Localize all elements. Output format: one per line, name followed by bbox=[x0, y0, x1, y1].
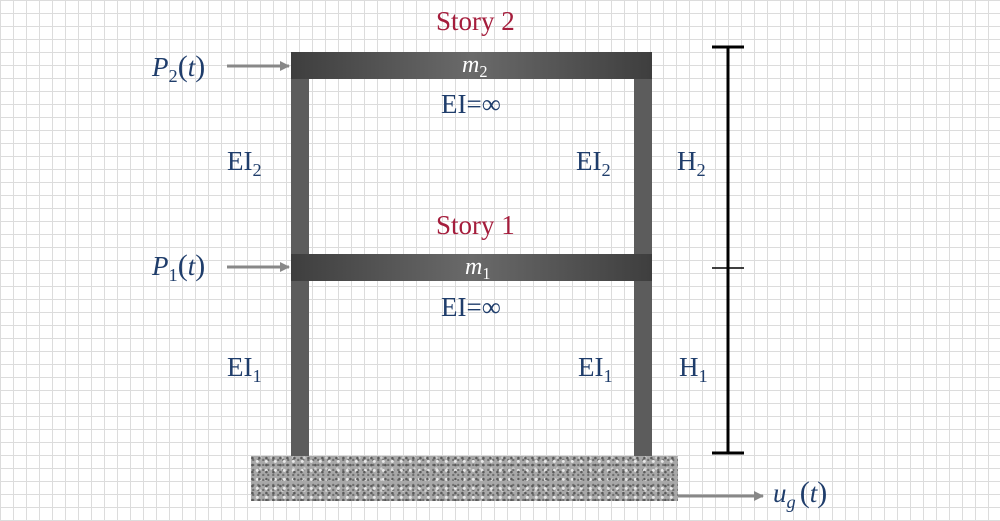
close-paren-icon: ) bbox=[195, 249, 206, 282]
ground-motion-subscript: g bbox=[786, 491, 796, 512]
column-stiffness-subscript: 2 bbox=[601, 159, 611, 180]
ground-motion-label: ug(t) bbox=[773, 476, 828, 512]
mass-symbol: m bbox=[462, 52, 480, 78]
load-label-story-1: P1(t) bbox=[152, 249, 206, 285]
mass-symbol: m bbox=[465, 254, 483, 280]
mass-label-story-1: m1 bbox=[465, 254, 491, 282]
story-1-title: Story 1 bbox=[436, 210, 515, 240]
column-stiffness-right-story-2: EI2 bbox=[576, 146, 611, 180]
open-paren-icon: ( bbox=[177, 50, 188, 83]
column-stiffness-text: EI bbox=[578, 352, 604, 382]
column-stiffness-subscript: 1 bbox=[603, 365, 613, 386]
column-stiffness-text: EI bbox=[576, 146, 602, 176]
load-label-story-2: P2(t) bbox=[152, 50, 206, 86]
beam-stiffness-story-1: EI=∞ bbox=[441, 294, 501, 321]
ground-motion-symbol: u bbox=[773, 478, 787, 508]
story-2-title: Story 2 bbox=[436, 6, 515, 36]
column-stiffness-text: EI bbox=[227, 352, 253, 382]
load-argument: t bbox=[187, 251, 196, 281]
ground-base bbox=[251, 456, 678, 501]
column-stiffness-subscript: 1 bbox=[252, 365, 262, 386]
beam-stiffness-text: EI= bbox=[441, 292, 482, 322]
open-paren-icon: ( bbox=[799, 476, 810, 509]
height-text: H bbox=[679, 352, 699, 382]
height-subscript: 1 bbox=[698, 365, 708, 386]
load-subscript: 2 bbox=[168, 65, 178, 86]
infinity-symbol: ∞ bbox=[481, 292, 501, 322]
load-symbol: P bbox=[152, 251, 169, 281]
column-left-story-2 bbox=[291, 75, 309, 260]
column-left-story-1 bbox=[291, 278, 309, 458]
mass-subscript: 2 bbox=[479, 62, 488, 82]
column-stiffness-subscript: 2 bbox=[252, 159, 262, 180]
height-dimension-line bbox=[712, 45, 744, 455]
column-right-story-2 bbox=[634, 75, 652, 260]
load-argument: t bbox=[187, 52, 196, 82]
close-paren-icon: ) bbox=[817, 476, 828, 509]
ground-motion-argument: t bbox=[809, 478, 818, 508]
column-stiffness-right-story-1: EI1 bbox=[578, 352, 613, 386]
height-label-story-2: H2 bbox=[677, 146, 706, 180]
open-paren-icon: ( bbox=[177, 249, 188, 282]
height-subscript: 2 bbox=[696, 159, 706, 180]
beam-story-2 bbox=[291, 52, 652, 79]
mass-label-story-2: m2 bbox=[462, 52, 488, 80]
column-right-story-1 bbox=[634, 278, 652, 458]
load-symbol: P bbox=[152, 52, 169, 82]
load-subscript: 1 bbox=[168, 264, 178, 285]
mass-subscript: 1 bbox=[482, 264, 491, 284]
column-stiffness-left-story-2: EI2 bbox=[227, 146, 262, 180]
beam-story-1 bbox=[291, 254, 652, 281]
height-label-story-1: H1 bbox=[679, 352, 708, 386]
column-stiffness-text: EI bbox=[227, 146, 253, 176]
height-text: H bbox=[677, 146, 697, 176]
beam-stiffness-story-2: EI=∞ bbox=[441, 91, 501, 118]
beam-stiffness-text: EI= bbox=[441, 89, 482, 119]
close-paren-icon: ) bbox=[195, 50, 206, 83]
column-stiffness-left-story-1: EI1 bbox=[227, 352, 262, 386]
infinity-symbol: ∞ bbox=[481, 89, 501, 119]
